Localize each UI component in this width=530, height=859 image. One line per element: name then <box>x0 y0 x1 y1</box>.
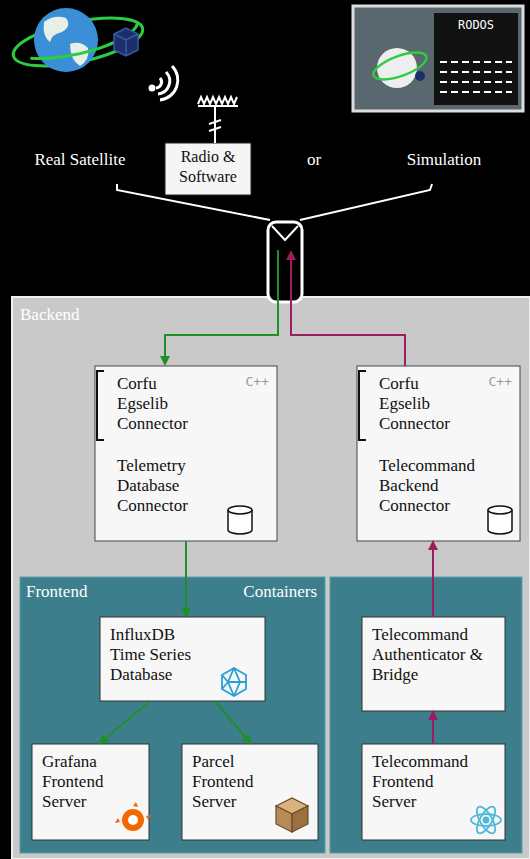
server-box-ground <box>32 744 149 840</box>
simulation-screen <box>353 6 523 111</box>
antenna-symbol <box>198 97 238 143</box>
bracket <box>359 371 366 440</box>
database-icon <box>228 506 512 534</box>
box-label: Telemetry Database Connector <box>117 456 203 516</box>
signal-wires <box>117 184 432 220</box>
radio-waves <box>150 66 178 100</box>
process-box-ground <box>95 366 277 541</box>
box-label: Radio & Software <box>173 147 243 187</box>
box-label: InfluxDB Time Series Database <box>110 625 205 685</box>
language-tag: C++ <box>246 372 269 392</box>
panel-title: Frontend <box>26 582 87 602</box>
frontend-panel-ground <box>20 577 325 853</box>
bridge-box-ground <box>362 617 505 711</box>
process-box: C++ Corfu Egselib ConnectorTelecommand Ba… <box>357 366 520 541</box>
flow-arrow <box>185 541 187 616</box>
box-label: Telecommand Frontend Server <box>372 752 476 812</box>
earth-satellite <box>9 8 146 75</box>
box-label: Telecommand Authenticator & Bridge <box>372 625 484 685</box>
process-box: C++ Corfu Egselib ConnectorTelemetry Data… <box>95 366 277 541</box>
bridge-box: Telecommand Authenticator & Bridge <box>362 617 505 711</box>
radio-box-ground <box>165 143 251 195</box>
react-icon <box>471 804 501 836</box>
process-box-ground <box>357 366 520 541</box>
region-title: Backend <box>20 305 79 325</box>
flow-arrow <box>215 701 250 743</box>
server-box: Telecommand Frontend Server <box>362 744 505 840</box>
box-label: Parcel Frontend Server <box>192 752 274 812</box>
parcel-icon <box>276 798 308 832</box>
connector-plug <box>268 222 302 302</box>
screen-title: RODOS <box>458 18 494 32</box>
flow-arrow <box>100 701 150 743</box>
influxdb-icon <box>222 668 246 696</box>
telemetry-wire <box>165 250 278 364</box>
language-tag: C++ <box>489 372 512 392</box>
telecommand-wire <box>291 252 405 366</box>
database-box-ground <box>100 617 265 701</box>
server-box: Grafana Frontend Server <box>32 744 149 840</box>
server-box: Parcel Frontend Server <box>182 744 318 840</box>
bracket <box>97 371 104 440</box>
database-box: InfluxDB Time Series Database <box>100 617 265 701</box>
backend-region: BackendC++ Corfu Egselib ConnectorTelemet… <box>12 297 530 859</box>
box-label: Corfu Egselib Connector <box>117 374 199 434</box>
frontend-panel: Frontend ContainersInfluxDB Time Series D… <box>20 577 325 853</box>
server-box-ground <box>182 744 318 840</box>
grafana-icon <box>115 802 151 831</box>
panel-title: Containers <box>243 582 317 602</box>
backend-region-ground <box>12 297 530 859</box>
radio-box: Radio & Software <box>165 143 251 195</box>
box-label: Corfu Egselib Connector <box>379 374 461 434</box>
source-label: Real Satellite <box>34 150 125 170</box>
server-box-ground <box>362 744 505 840</box>
box-label: Telecommand Backend Connector <box>379 456 483 516</box>
container-panel <box>330 577 522 853</box>
box-label: Grafana Frontend Server <box>42 752 124 812</box>
flow-arrow <box>432 542 434 617</box>
separator-label: or <box>307 150 321 170</box>
flow-arrow <box>432 712 434 744</box>
source-label: Simulation <box>407 150 482 170</box>
